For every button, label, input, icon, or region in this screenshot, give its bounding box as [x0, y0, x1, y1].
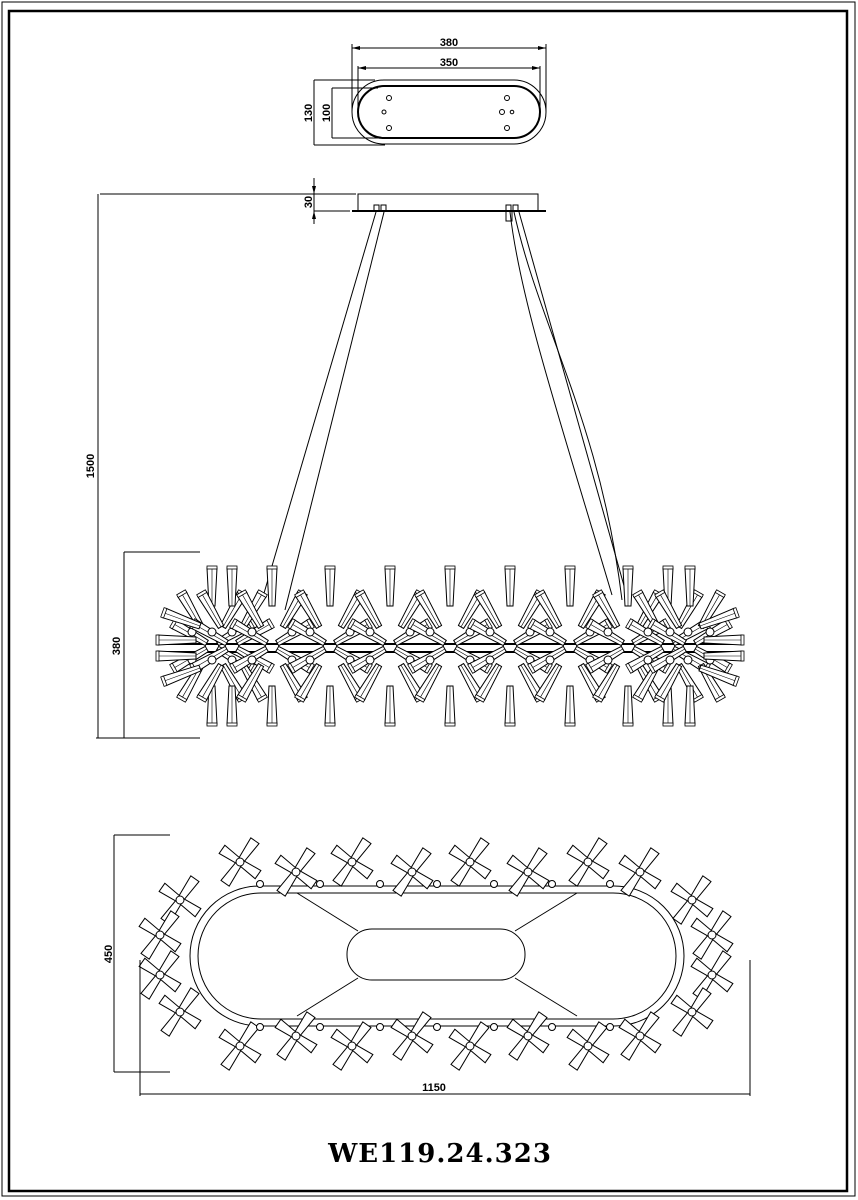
dim-canopy-inner-depth: 100 [321, 104, 333, 122]
dim-canopy-inner-width: 350 [440, 57, 458, 69]
dim-canopy-outer-width: 380 [440, 37, 458, 49]
bottom-view: 450 1150 [103, 834, 751, 1096]
side-view: 30 1500 380 [85, 178, 745, 739]
dim-bottom-depth: 450 [103, 945, 115, 963]
inner-frame [7, 9, 849, 1193]
canopy-top-view: 380 350 130 100 [303, 37, 547, 146]
dim-total-height: 1500 [85, 454, 97, 478]
dim-bottom-length: 1150 [422, 1082, 446, 1094]
dim-canopy-height: 30 [303, 196, 315, 208]
dim-fixture-height: 380 [111, 637, 123, 655]
dim-canopy-outer-depth: 130 [303, 104, 315, 122]
model-number: WE119.24.323 [327, 1139, 552, 1169]
